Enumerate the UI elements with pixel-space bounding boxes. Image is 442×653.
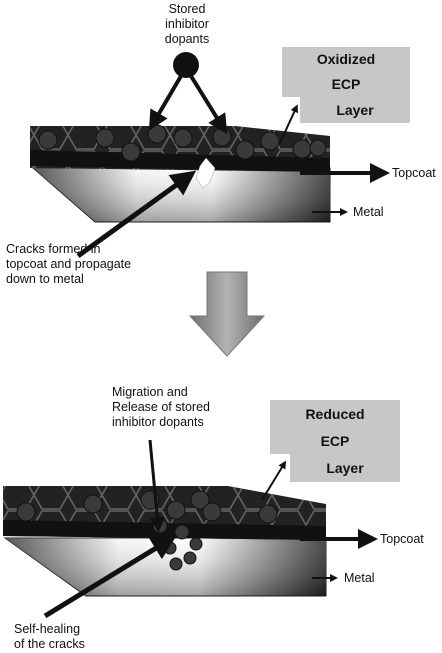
migration-label: Migration and Release of stored inhibito… <box>112 385 262 430</box>
stored-label-line-2: inhibitor <box>165 17 209 31</box>
arrow-cracks <box>76 170 197 259</box>
layer-label-top: Layer <box>336 102 374 118</box>
self-healing-label: Self-healing of the cracks <box>14 622 134 652</box>
ecp-label-top: ECP <box>331 76 361 92</box>
stored-dopant-sphere <box>173 52 199 78</box>
stored-label-line-3: dopants <box>164 32 210 46</box>
oxidized-label: Oxidized <box>316 51 376 67</box>
reduced-ecp-box-line-2: ECP <box>270 428 400 454</box>
metal-label-bottom: Metal <box>344 571 375 585</box>
cracks-label: Cracks formed in topcoat and propagate d… <box>6 242 186 287</box>
topcoat-label-top: Topcoat <box>392 166 436 180</box>
reduced-ecp-box-line-1: Reduced <box>270 400 400 428</box>
healing-label-line-2: of the cracks <box>14 637 85 651</box>
cracks-label-line-1: Cracks formed in <box>6 242 101 256</box>
arrow-stored-left <box>148 74 183 131</box>
metal-label-top: Metal <box>353 205 384 219</box>
migration-label-line-2: Release of stored <box>112 400 210 414</box>
migration-label-line-3: inhibitor dopants <box>112 415 204 429</box>
stored-label-line-1: Stored <box>168 2 206 16</box>
arrow-self-healing <box>43 535 177 619</box>
ecp-label-bottom: ECP <box>320 433 350 449</box>
top-topcoat-layer <box>30 150 330 172</box>
healing-label-line-1: Self-healing <box>14 622 81 636</box>
arrow-stored-right <box>189 74 228 135</box>
oxidized-ecp-box-line-2: ECP <box>282 71 410 97</box>
arrow-to-oxidized-ecp <box>279 104 298 144</box>
stored-dopants-label: Stored inhibitor dopants <box>148 2 226 47</box>
arrow-to-reduced-ecp <box>261 460 287 501</box>
topcoat-label-bottom: Topcoat <box>380 532 424 546</box>
oxidized-ecp-box-line-3: Layer <box>300 97 410 123</box>
layer-label-bottom: Layer <box>326 460 364 476</box>
cracks-label-line-3: down to metal <box>6 272 84 286</box>
cracks-label-line-2: topcoat and propagate <box>6 257 132 271</box>
bottom-coating-stack <box>3 486 327 597</box>
arrow-migration <box>148 439 165 533</box>
transition-down-arrow <box>188 271 266 357</box>
top-coating-stack <box>30 124 331 223</box>
top-crack <box>195 157 216 189</box>
reduced-label: Reduced <box>305 406 365 422</box>
migration-label-line-1: Migration and <box>112 385 188 399</box>
top-dopant-spheres <box>38 124 327 162</box>
oxidized-ecp-box-line-1: Oxidized <box>282 47 410 71</box>
reduced-ecp-box-line-3: Layer <box>290 454 400 482</box>
